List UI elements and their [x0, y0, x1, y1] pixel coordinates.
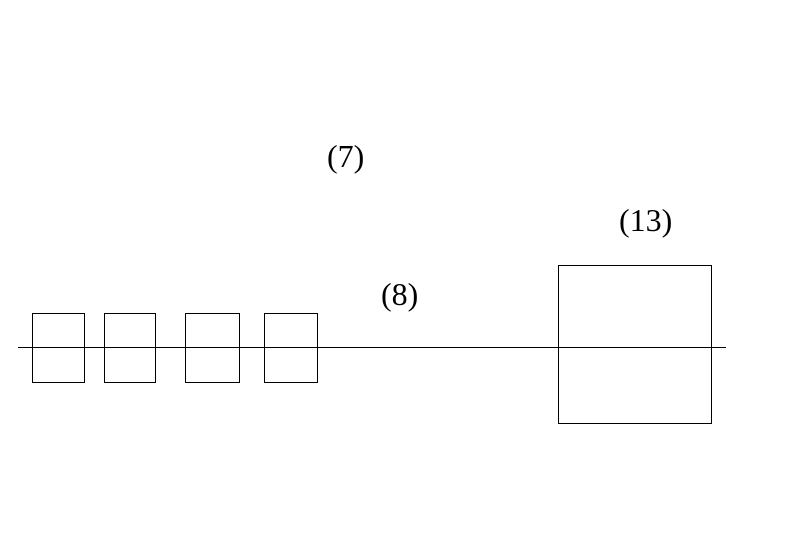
label-8: (8) — [381, 276, 419, 312]
small-box-2 — [104, 313, 156, 383]
label-13: (13) — [619, 202, 673, 238]
large-box — [558, 265, 712, 424]
label-7: (7) — [327, 138, 365, 174]
small-box-1 — [32, 313, 85, 383]
small-box-4 — [264, 313, 318, 383]
small-box-3 — [185, 313, 240, 383]
